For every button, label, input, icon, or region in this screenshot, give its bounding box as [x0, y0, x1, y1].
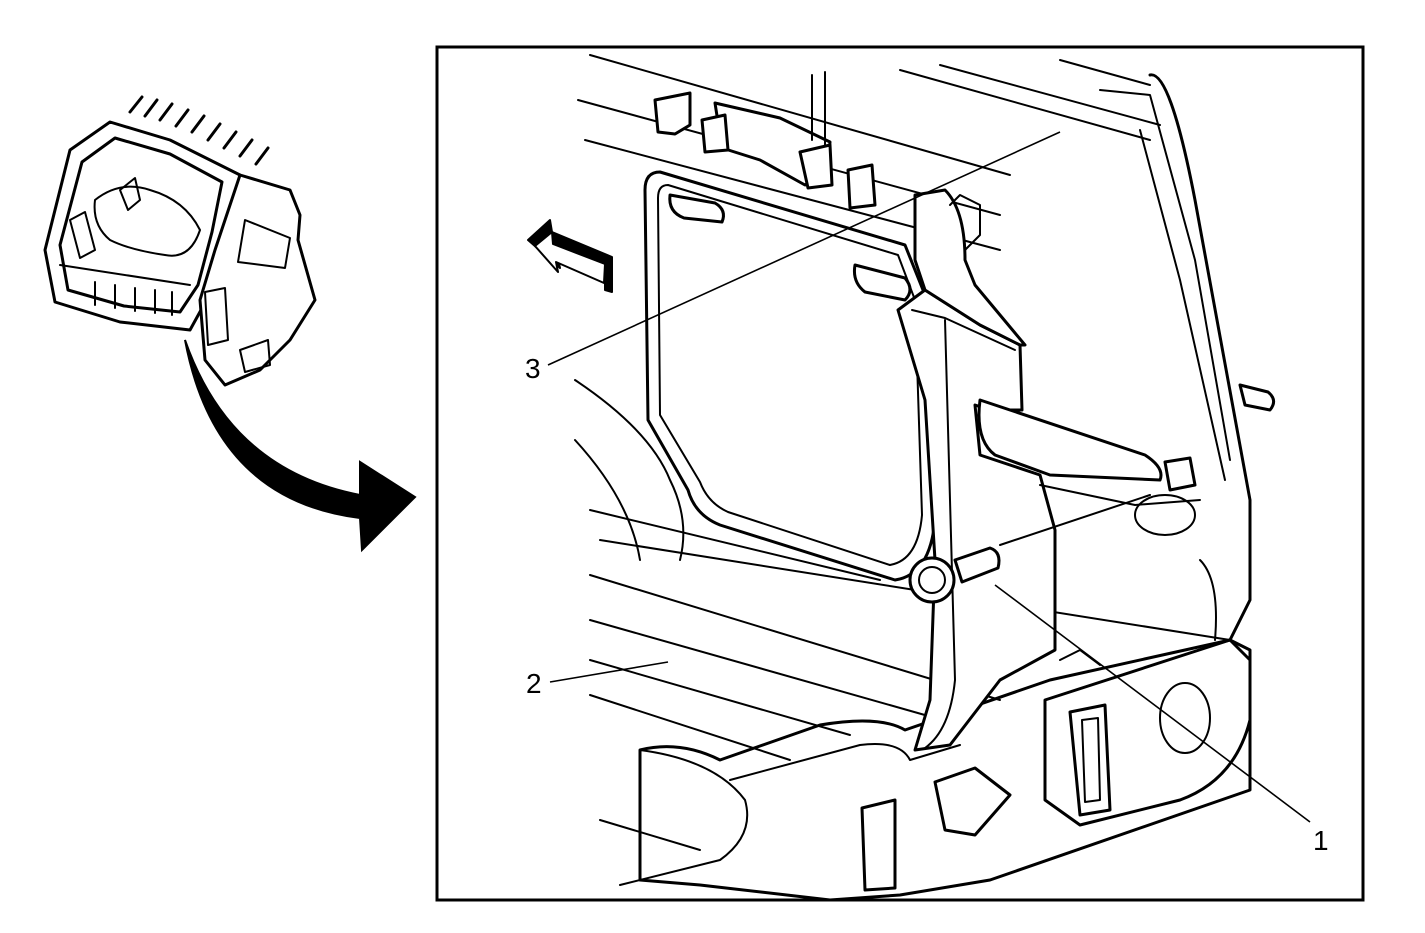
leader-line-3 — [547, 131, 1061, 366]
callout-2: 2 — [526, 668, 542, 699]
detail-frame — [435, 45, 1365, 902]
detail-view — [527, 54, 1311, 902]
callout-1: 1 — [1313, 825, 1329, 856]
leader-line-2 — [549, 661, 669, 683]
vehicle-overview — [43, 95, 417, 553]
direction-arrow-icon — [527, 219, 613, 293]
callout-3: 3 — [525, 353, 541, 384]
curved-arrow-icon — [184, 339, 417, 553]
leader-line-1 — [994, 584, 1311, 823]
